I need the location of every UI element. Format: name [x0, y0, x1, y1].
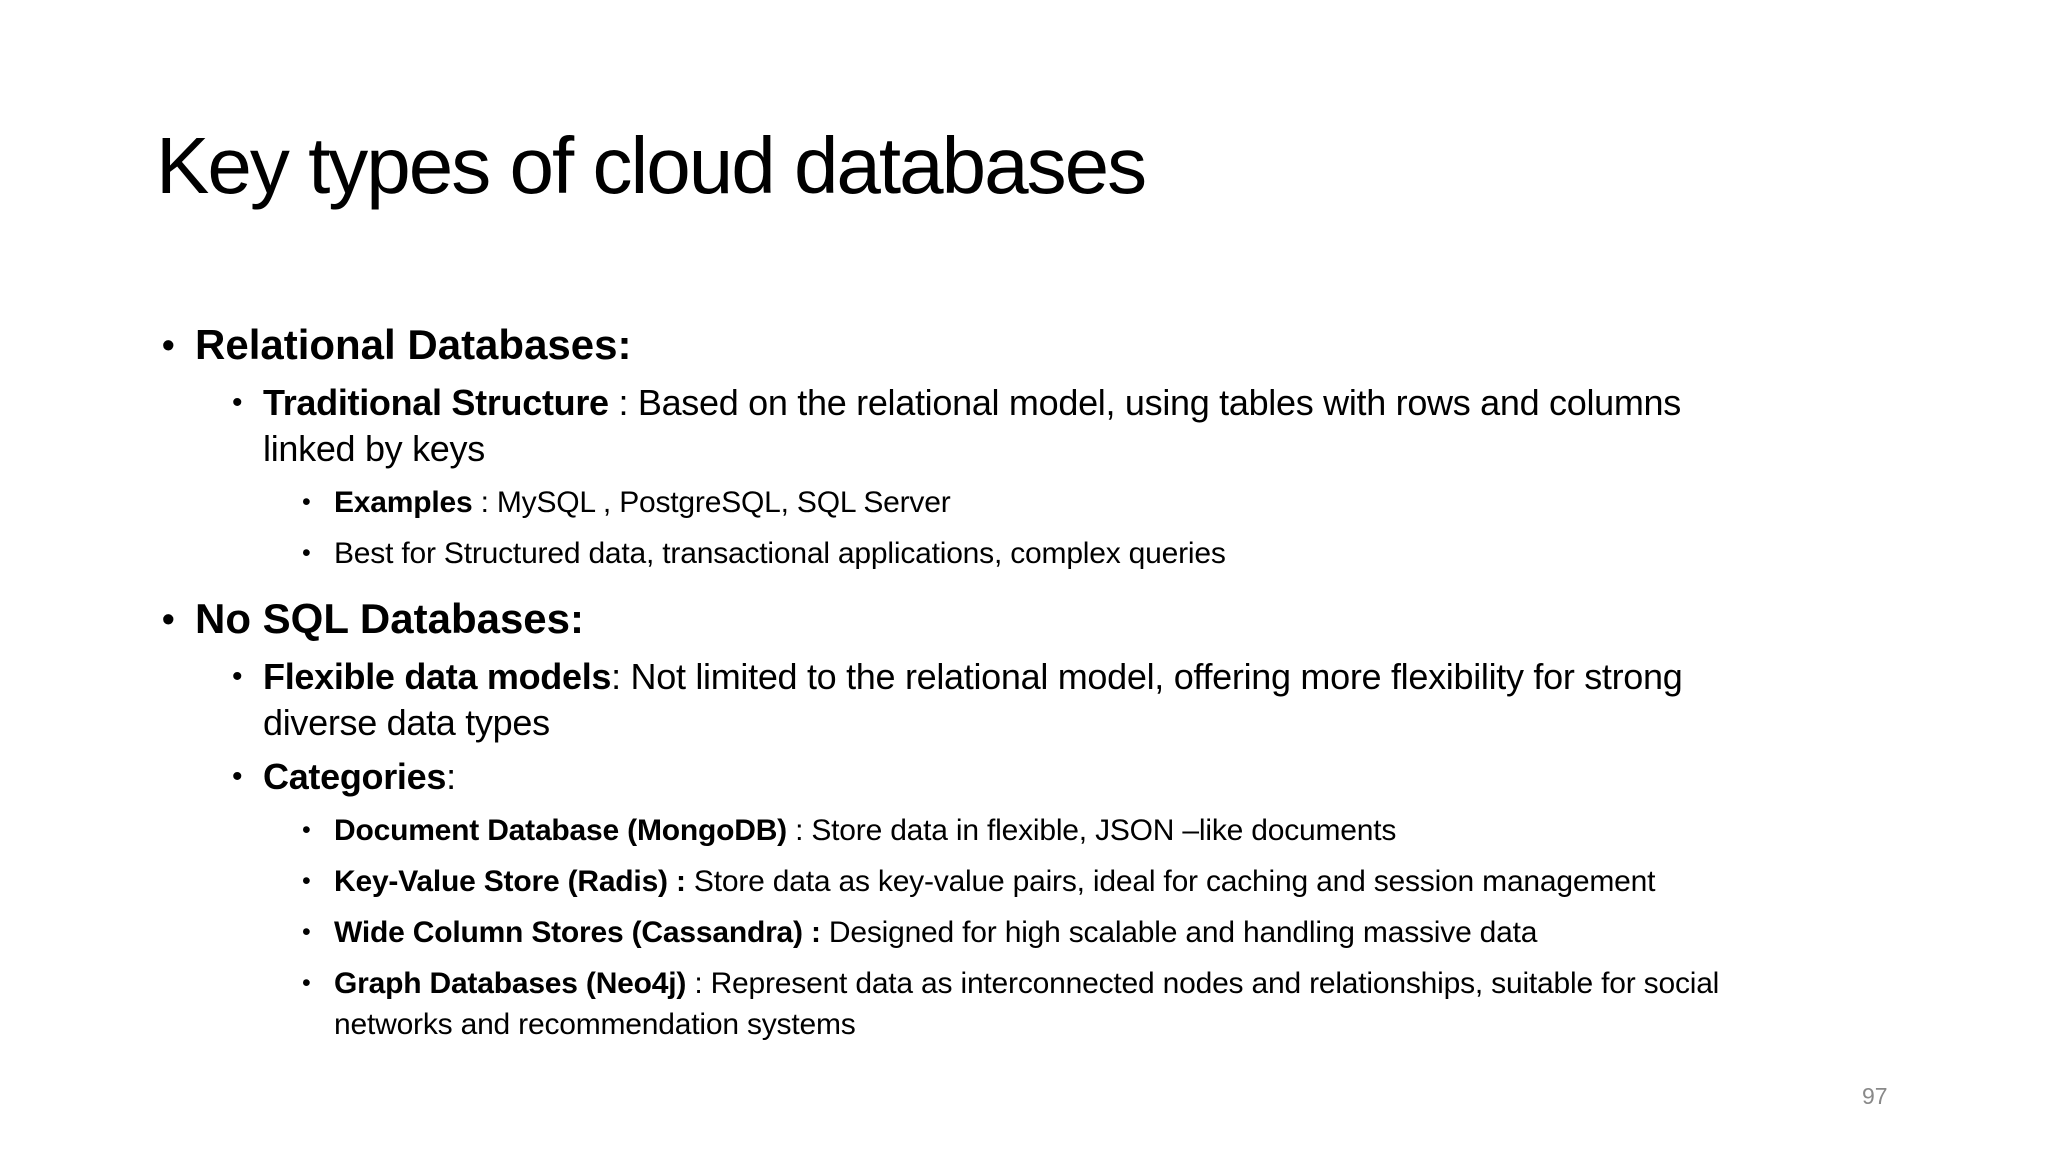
bullet-text-bold: Relational Databases:	[195, 321, 632, 368]
slide-body: • Relational Databases: • Traditional St…	[156, 318, 1976, 1045]
bullet-item-wide-column-stores: • Wide Column Stores (Cassandra) : Desig…	[156, 912, 1976, 953]
bullet-text: : Not limited to the relational model, o…	[611, 656, 1683, 697]
bullet-text: : MySQL , PostgreSQL, SQL Server	[480, 486, 951, 519]
bullet-text-continuation: linked by keys	[263, 428, 485, 469]
bullet-text: :	[446, 756, 456, 797]
bullet-text: : Store data in flexible, JSON –like doc…	[795, 814, 1397, 847]
bullet-icon: •	[302, 816, 311, 844]
bullet-item-flexible-data-models: • Flexible data models: Not limited to t…	[156, 654, 1976, 746]
bullet-item-document-database: • Document Database (MongoDB) : Store da…	[156, 810, 1976, 851]
bullet-icon: •	[232, 386, 243, 419]
bullet-icon: •	[162, 324, 175, 365]
slide-title: Key types of cloud databases	[156, 121, 1147, 210]
bullet-text-bold: Key-Value Store (Radis) :	[334, 865, 694, 898]
bullet-item-graph-databases: • Graph Databases (Neo4j) : Represent da…	[156, 963, 1976, 1045]
bullet-text-continuation: diverse data types	[263, 702, 550, 743]
bullet-text: Best for Structured data, transactional …	[334, 537, 1226, 570]
bullet-item-relational-databases: • Relational Databases:	[156, 318, 1976, 372]
bullet-text-bold: Graph Databases (Neo4j)	[334, 967, 695, 1000]
bullet-icon: •	[302, 918, 311, 946]
bullet-text-bold: Flexible data models	[263, 656, 612, 697]
bullet-icon: •	[302, 539, 311, 567]
bullet-text-bold: Examples	[334, 486, 481, 519]
bullet-text: Designed for high scalable and handling …	[828, 916, 1538, 949]
bullet-text: Store data as key-value pairs, ideal for…	[693, 865, 1656, 898]
bullet-list: • Relational Databases: • Traditional St…	[156, 318, 1976, 1045]
bullet-item-traditional-structure: • Traditional Structure : Based on the r…	[156, 380, 1976, 472]
bullet-item-categories: • Categories:	[156, 754, 1976, 800]
bullet-icon: •	[232, 760, 243, 793]
bullet-item-best-for: • Best for Structured data, transactiona…	[156, 533, 1976, 574]
bullet-icon: •	[302, 488, 311, 516]
bullet-text-bold: Traditional Structure	[263, 382, 619, 423]
bullet-item-key-value-store: • Key-Value Store (Radis) : Store data a…	[156, 861, 1976, 902]
bullet-item-nosql-databases: • No SQL Databases:	[156, 592, 1976, 646]
bullet-item-examples: • Examples : MySQL , PostgreSQL, SQL Ser…	[156, 482, 1976, 523]
bullet-text: : Based on the relational model, using t…	[618, 382, 1681, 423]
bullet-text-bold: Categories	[263, 756, 447, 797]
bullet-icon: •	[302, 867, 311, 895]
bullet-icon: •	[232, 660, 243, 693]
bullet-text: : Represent data as interconnected nodes…	[694, 967, 1720, 1000]
bullet-icon: •	[302, 969, 311, 997]
page-number: 97	[1862, 1083, 1888, 1109]
bullet-text-continuation: networks and recommendation systems	[334, 1008, 856, 1041]
bullet-text-bold: Wide Column Stores (Cassandra) :	[334, 916, 829, 949]
bullet-text-bold: No SQL Databases:	[195, 595, 585, 642]
bullet-icon: •	[162, 598, 175, 639]
bullet-text-bold: Document Database (MongoDB)	[334, 814, 796, 847]
